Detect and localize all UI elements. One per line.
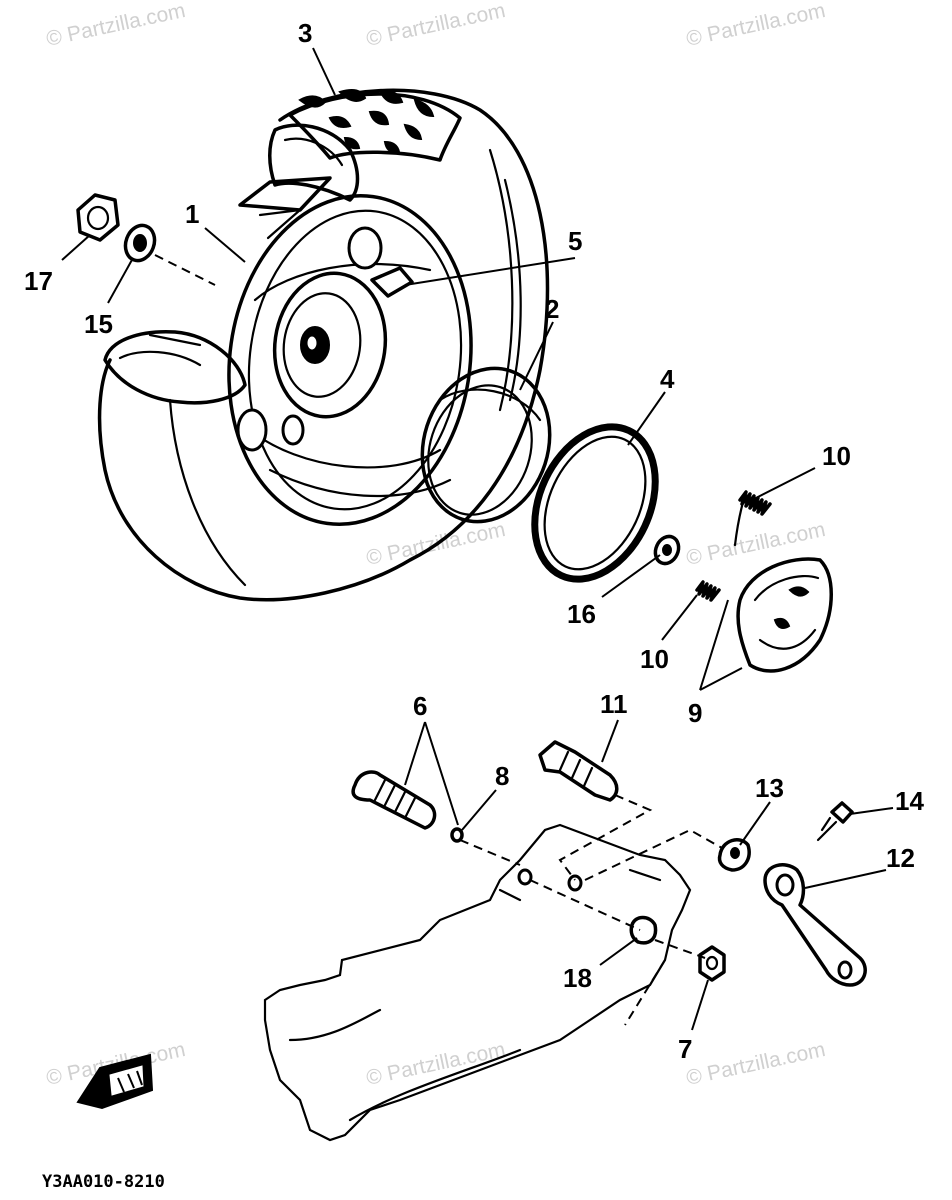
assembly-line-15 — [154, 254, 216, 286]
watermark-1: © Partzilla.com — [44, 0, 187, 51]
assembly-lines — [459, 794, 723, 1026]
callout-5: 5 — [568, 226, 582, 256]
callout-6: 6 — [413, 691, 427, 721]
watermark-3: © Partzilla.com — [684, 0, 827, 51]
nut-part-7 — [698, 945, 726, 982]
callout-4: 4 — [660, 364, 675, 394]
callout-14: 14 — [895, 786, 924, 816]
callout-12: 12 — [886, 843, 915, 873]
callout-8: 8 — [495, 761, 509, 791]
callout-2: 2 — [545, 294, 559, 324]
springs-part-10 — [695, 490, 772, 602]
callout-18: 18 — [563, 963, 592, 993]
cam-part-11 — [538, 740, 619, 802]
washer-part-16 — [653, 534, 681, 566]
watermark-5: © Partzilla.com — [684, 518, 827, 570]
leader-lines — [61, 47, 894, 1031]
diagram-code: Y3AA010-8210 — [42, 1172, 165, 1192]
rear-arm-housing — [263, 823, 692, 1142]
seal-part-4 — [531, 423, 659, 583]
washer-part-18 — [629, 915, 658, 945]
callout-17: 17 — [24, 266, 53, 296]
front-direction-arrow-icon — [76, 1053, 154, 1110]
callout-10-lower: 10 — [640, 644, 669, 674]
bolt-part-14 — [816, 801, 854, 842]
callout-7: 7 — [678, 1034, 692, 1064]
washer-part-8 — [450, 827, 464, 843]
ring-part-2 — [420, 366, 552, 524]
washer-part-15 — [123, 223, 157, 263]
callout-10-upper: 10 — [822, 441, 851, 471]
tire-part-3 — [97, 88, 550, 602]
watermark-8: © Partzilla.com — [684, 1038, 827, 1090]
callout-13: 13 — [755, 773, 784, 803]
callout-16: 16 — [567, 599, 596, 629]
brake-shoes-part-9 — [736, 557, 833, 673]
wheel-rim-part-1 — [227, 194, 473, 526]
nut-part-17 — [76, 193, 120, 242]
watermark-2: © Partzilla.com — [364, 0, 507, 51]
callout-9: 9 — [688, 698, 702, 728]
axle-part-6 — [351, 770, 437, 830]
brake-arm-part-12 — [763, 863, 867, 987]
callouts: 3 1 5 2 4 10 16 10 9 17 15 6 11 8 13 14 … — [24, 18, 924, 1064]
callout-15: 15 — [84, 309, 113, 339]
callout-3: 3 — [298, 18, 312, 48]
callout-11: 11 — [600, 689, 628, 719]
callout-1: 1 — [185, 199, 199, 229]
washer-part-13 — [717, 838, 751, 872]
